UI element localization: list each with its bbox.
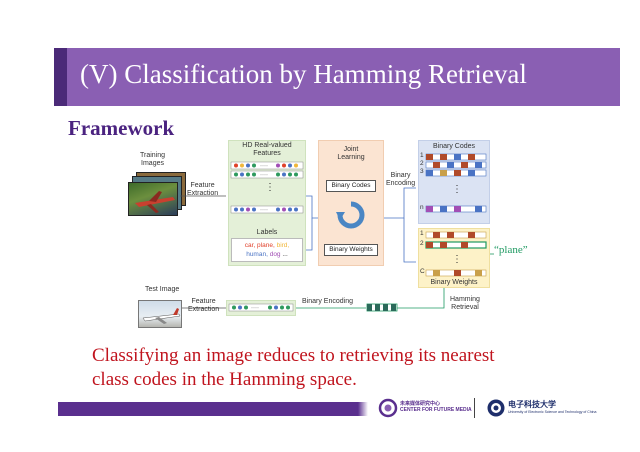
svg-text:····: ····: [251, 306, 259, 312]
future-media-logo-text: 未来媒体研究中心 CENTER FOR FUTURE MEDIA: [400, 401, 472, 413]
test-binary-encoding-label: Binary Encoding: [302, 298, 353, 305]
binary-codes-box: Binary Codes: [326, 180, 376, 192]
weight-row-2: [425, 241, 487, 249]
weight-row-index-c: C: [420, 268, 425, 275]
svg-text:⋮: ⋮: [452, 254, 462, 265]
feature-vectors: ···· ···· ⋮ ····: [230, 161, 304, 214]
arrow-features-to-joint: [306, 195, 318, 219]
binary-code-rows: ⋮: [425, 153, 487, 213]
cycle-icon: [336, 201, 365, 229]
weight-row-index-2: 2: [420, 240, 424, 247]
uestc-logo-icon: [487, 399, 505, 417]
footer-bar: [58, 402, 358, 416]
footer-bar-fade: [358, 402, 368, 416]
label-bird: bird,: [276, 242, 290, 249]
test-feature-extraction-label: Feature Extraction: [188, 298, 220, 313]
arrow-to-binary-codes: [384, 187, 416, 219]
label-more: ...: [282, 251, 288, 258]
binary-weights-box: Binary Weights: [324, 244, 378, 256]
future-media-logo-icon: [378, 398, 398, 418]
caption-line-1: Classifying an image reduces to retrievi…: [92, 345, 495, 366]
uestc-logo-subtext: University of Electronic Science and Tec…: [508, 410, 597, 414]
logo-separator: [474, 398, 475, 418]
code-row-3: [425, 169, 487, 177]
test-feature-vector: ····: [228, 303, 294, 312]
code-row-n: [425, 205, 487, 213]
vertical-ellipsis: ⋮: [265, 182, 275, 193]
weight-row-c: [425, 269, 487, 277]
binary-weights-title: Binary Weights: [430, 279, 478, 286]
hamming-retrieval-arrow: [396, 288, 445, 309]
label-plane: plane,: [257, 242, 275, 249]
feature-row-n: ····: [230, 205, 304, 214]
caption-line-2: class codes in the Hamming space.: [92, 369, 357, 390]
caption: Classifying an image reduces to retrievi…: [92, 344, 495, 392]
output-label: “plane”: [494, 244, 528, 256]
test-binary-code: [366, 303, 398, 312]
code-row-index-1: 1: [420, 152, 424, 159]
slide-title: (V) Classification by Hamming Retrieval: [80, 59, 527, 89]
weight-row-index-1: 1: [420, 230, 424, 237]
binary-weight-rows: ⋮: [425, 231, 487, 277]
title-bar: [54, 48, 620, 106]
future-media-en: CENTER FOR FUTURE MEDIA: [400, 407, 472, 413]
joint-learning-label: Joint Learning: [337, 146, 365, 161]
test-image: [138, 300, 182, 328]
weight-row-1: [425, 231, 487, 239]
label-car: car,: [244, 242, 256, 249]
code-row-1: [425, 153, 487, 161]
code-row-index-n: n: [420, 204, 424, 211]
svg-text:⋮: ⋮: [452, 184, 462, 195]
labels-title: Labels: [256, 229, 278, 236]
label-human: human,: [246, 251, 268, 258]
code-row-index-3: 3: [420, 168, 424, 175]
svg-text:····: ····: [260, 173, 268, 179]
hd-features-label: HD Real-valued Features: [242, 142, 292, 157]
svg-text:····: ····: [260, 164, 268, 170]
feature-extraction-label: Feature Extraction: [187, 182, 219, 197]
test-airplane-icon: [142, 308, 181, 324]
uestc-logo-text: 电子科技大学: [508, 400, 556, 409]
svg-text:····: ····: [260, 208, 268, 214]
training-image: [128, 182, 178, 216]
feature-row-1: ····: [230, 161, 304, 170]
airplane-icon: [135, 191, 175, 213]
title-accent: [54, 48, 67, 106]
binary-codes-title: Binary Codes: [432, 143, 476, 150]
arrow-to-binary-weights: [403, 218, 416, 263]
hamming-retrieval-label: Hamming Retrieval: [450, 296, 480, 311]
training-images-label: Training Images: [140, 152, 166, 167]
label-dog: dog: [269, 251, 281, 258]
test-image-label: Test Image: [145, 286, 180, 293]
feature-row-2: ····: [230, 170, 304, 179]
code-row-2: [425, 161, 487, 169]
future-media-cn: 未来媒体研究中心: [400, 401, 441, 407]
arrow-labels-to-joint: [306, 218, 313, 251]
binary-encoding-label: Binary Encoding: [386, 172, 416, 187]
code-row-index-2: 2: [420, 160, 424, 167]
labels-box: car, plane, bird, human, dog ...: [231, 238, 303, 262]
section-title: Framework: [68, 116, 175, 140]
